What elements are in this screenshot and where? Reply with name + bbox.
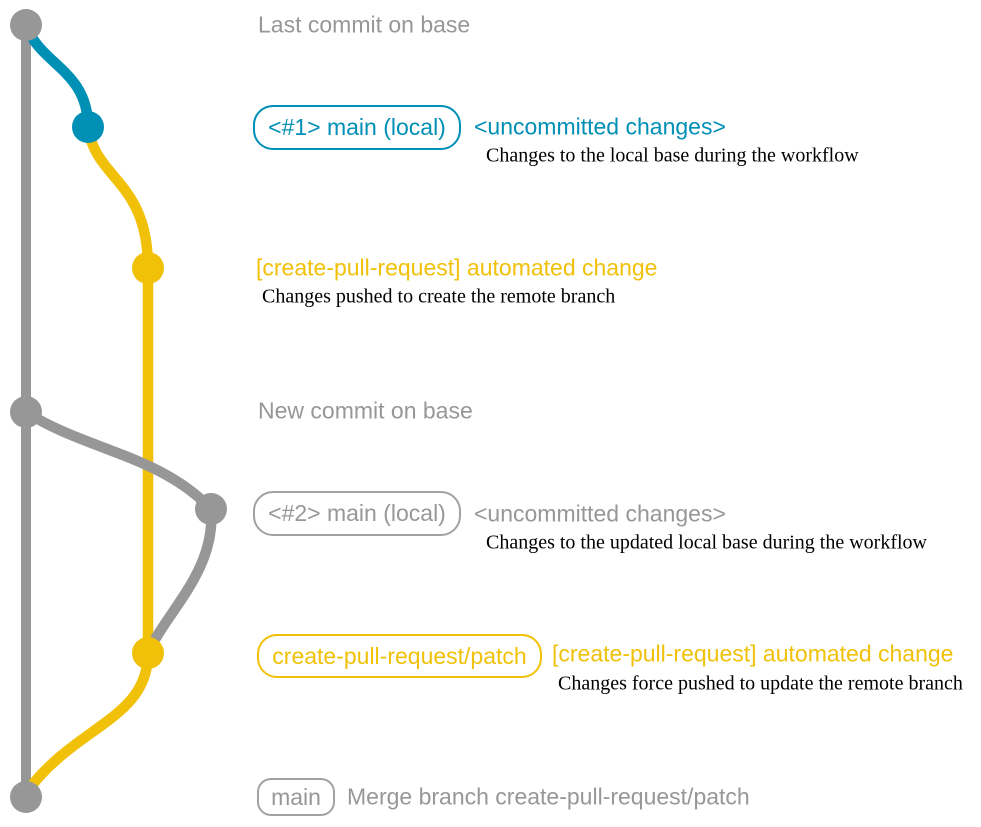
uncommitted-desc-run1: Changes to the local base during the wor… [486,144,859,167]
branch-badge-run2-label: <#2> main (local) [268,500,446,526]
branch-badge-main: main [257,778,335,816]
branch-badge-patch: create-pull-request/patch [257,634,542,678]
commit-dot-run1-local [72,111,104,143]
branch-badge-run1-label: <#1> main (local) [268,114,446,140]
merge-commit-msg: Merge branch create-pull-request/patch [347,783,750,810]
commit-msg-run1: [create-pull-request] automated change [256,254,658,281]
branch-badge-run1-main-local: <#1> main (local) [253,105,461,150]
commit-dot-merge [10,781,42,813]
heading-new-commit: New commit on base [258,397,473,424]
commit-dot-run2-local [195,493,227,525]
branch-badge-main-label: main [271,783,321,810]
commit-msg-run2: [create-pull-request] automated change [552,640,954,667]
commit-desc-run2: Changes force pushed to update the remot… [558,672,963,695]
commit-dot-new-base [10,396,42,428]
local-main-branch-line [20,19,94,133]
branch-badge-patch-label: create-pull-request/patch [272,642,527,669]
updated-local-branch-line [20,406,217,657]
uncommitted-note-run2: <uncommitted changes> [474,500,726,527]
commit-dot-last-base [10,9,42,41]
branch-badge-run2-main-local: <#2> main (local) [253,491,461,536]
commit-dot-run1-automated [132,252,164,284]
commit-dot-run2-automated [132,637,164,669]
uncommitted-desc-run2: Changes to the updated local base during… [486,531,927,554]
heading-last-commit: Last commit on base [258,11,471,38]
uncommitted-note-run1: <uncommitted changes> [474,113,726,140]
commit-desc-run1: Changes pushed to create the remote bran… [262,285,616,308]
